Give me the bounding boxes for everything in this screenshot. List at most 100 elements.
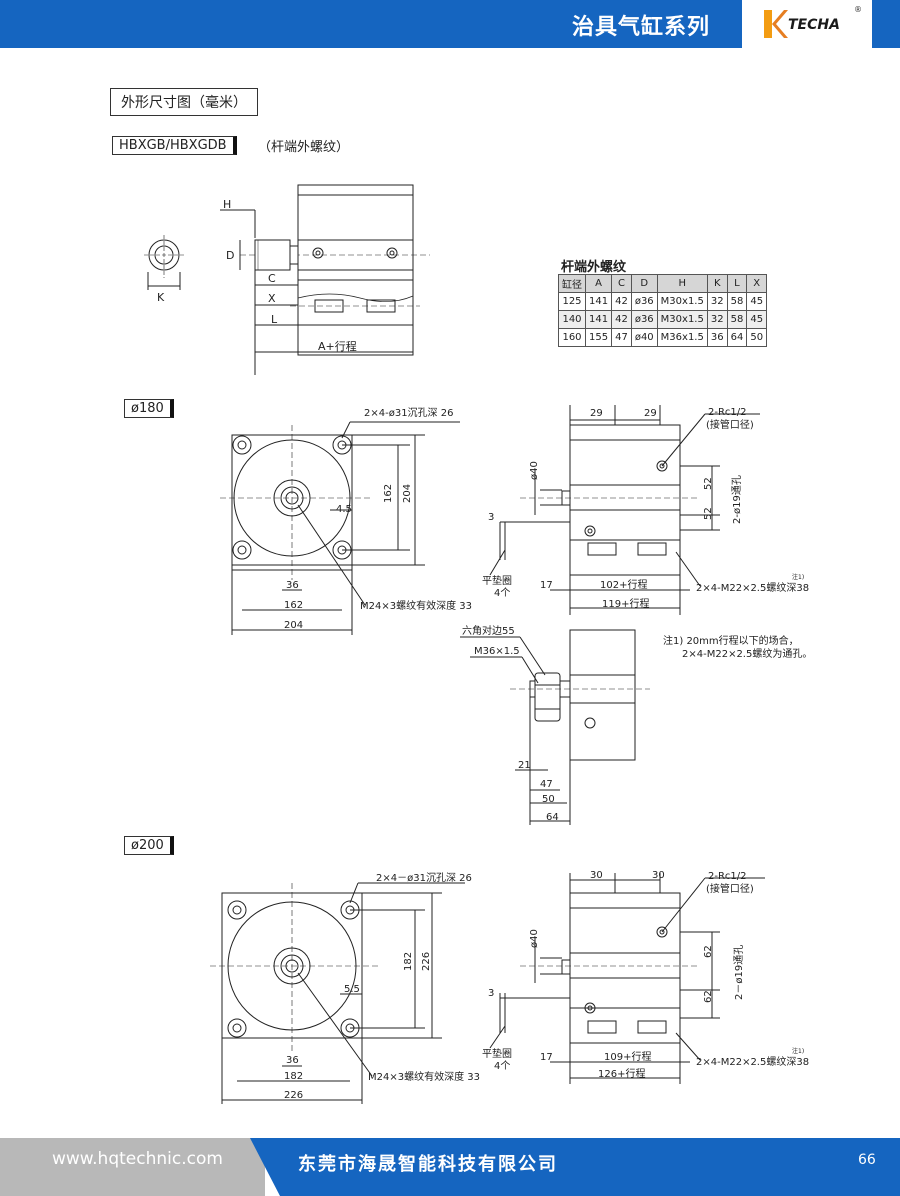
cell: 141 [584, 310, 613, 329]
cell: 141 [584, 292, 613, 311]
m22-180: 2×4-M22×2.5螺纹深38 [696, 581, 809, 594]
footer-bar: www.hqtechnic.com 东莞市海晟智能科技有限公司 66 [0, 1138, 900, 1196]
rod-end-drawing: H D K C X L A+行程 [144, 184, 430, 375]
dim-62a: 62 [703, 945, 714, 958]
rc-sub-200: (接管口径) [706, 882, 754, 895]
th-a: A [584, 274, 613, 293]
counterbore-200: 2×4－ø31沉孔深 26 [376, 871, 472, 884]
dim-d: D [226, 249, 234, 262]
brand-logo: TECHA ® [742, 0, 872, 48]
dim-17-180: 17 [540, 580, 553, 591]
dim-4-5: 4.5 [336, 504, 352, 515]
washer-180: 平垫圈 [482, 574, 512, 587]
dim-h: H [223, 198, 231, 211]
dim-17-200: 17 [540, 1052, 553, 1063]
cell: 140 [558, 310, 586, 329]
table-row: 140 141 42 ø36 M30x1.5 32 58 45 [558, 310, 768, 329]
note-sup-180: 注1) [792, 573, 804, 581]
th-d: D [630, 274, 658, 293]
cell: 47 [611, 328, 632, 347]
cell: 58 [726, 310, 748, 329]
logo-registered: ® [854, 5, 862, 14]
cell: M36x1.5 [656, 328, 708, 347]
nut-thread: M36×1.5 [474, 646, 520, 657]
dim-29b: 29 [644, 408, 657, 419]
cell: 50 [746, 328, 768, 347]
dim-3-180: 3 [488, 512, 494, 523]
side-view-200: 30 30 2-Rc1/2 (接管口径) ø40 62 62 2－ø19通孔 3… [482, 870, 809, 1084]
front-view-180: 2×4-ø31沉孔深 26 162 204 4.5 36 162 204 M24… [220, 406, 472, 635]
footer-right-panel [250, 1138, 900, 1196]
cell: M30x1.5 [656, 310, 708, 329]
dim-o40-180: ø40 [529, 461, 540, 480]
cell: 58 [726, 292, 748, 311]
cell: ø40 [630, 328, 658, 347]
counterbore-180: 2×4-ø31沉孔深 26 [364, 406, 453, 419]
dim-c: C [268, 272, 276, 285]
dim-36: 36 [286, 580, 299, 591]
cell: ø36 [630, 310, 658, 329]
rc-sub-180: (接管口径) [706, 418, 754, 431]
nut-body-section [569, 629, 636, 761]
cell: 45 [746, 310, 768, 329]
th-c: C [611, 274, 632, 293]
nut-detail: 六角对边55 M36×1.5 21 47 50 64 [460, 625, 650, 825]
note-sup-200: 注1) [792, 1047, 804, 1055]
side-body-200 [569, 892, 681, 1044]
cell: 45 [746, 292, 768, 311]
thread-180: M24×3螺纹有效深度 33 [360, 599, 472, 612]
dim-l: L [271, 313, 278, 326]
note-line-2: 2×4-M22×2.5螺纹为通孔。 [682, 649, 813, 660]
section-title: 外形尺寸图（毫米） [110, 88, 258, 116]
cell: 155 [584, 328, 613, 347]
page-number: 66 [858, 1152, 876, 1168]
dim-102: 102+行程 [600, 578, 647, 591]
dim-62b: 62 [703, 990, 714, 1003]
website-link[interactable]: www.hqtechnic.com [52, 1149, 223, 1169]
cell: 160 [558, 328, 586, 347]
dim-50: 50 [542, 794, 555, 805]
dim-3-200: 3 [488, 988, 494, 999]
cell: 42 [611, 310, 632, 329]
through-200: 2－ø19通孔 [733, 945, 745, 1000]
dim-162v: 162 [383, 484, 394, 503]
end-view-outer [148, 239, 180, 271]
dim-64: 64 [546, 812, 559, 823]
dim-a-stroke: A+行程 [318, 340, 357, 353]
dim-204v: 204 [402, 484, 413, 503]
th-x: X [746, 274, 768, 293]
dim-226: 226 [284, 1090, 303, 1101]
cell: 32 [706, 310, 728, 329]
end-view-inner [154, 245, 174, 265]
dim-30a: 30 [590, 870, 603, 881]
rc-200: 2-Rc1/2 [708, 871, 747, 882]
dim-182v: 182 [403, 952, 414, 971]
dim-30b: 30 [652, 870, 665, 881]
note-line-1: 注1) 20mm行程以下的场合， [663, 636, 799, 647]
cell: 42 [611, 292, 632, 311]
cell: M30x1.5 [656, 292, 708, 311]
dim-52a: 52 [703, 477, 714, 490]
cell: 36 [706, 328, 728, 347]
spec-table-title: 杆端外螺纹 [561, 260, 627, 275]
model-name: HBXGB/HBXGDB [112, 136, 237, 155]
thread-200: M24×3螺纹有效深度 33 [368, 1070, 480, 1083]
rc-180: 2-Rc1/2 [708, 407, 747, 418]
cell: 64 [726, 328, 748, 347]
model-note: （杆端外螺纹） [258, 140, 350, 155]
cell: ø36 [630, 292, 658, 311]
dim-k: K [157, 291, 165, 304]
dim-182: 182 [284, 1071, 303, 1082]
hex-across-flats: 六角对边55 [462, 625, 515, 637]
th-l: L [726, 274, 748, 293]
washer-qty-180: 4个 [494, 587, 510, 599]
dim-o40-200: ø40 [529, 929, 540, 948]
dim-36-200: 36 [286, 1055, 299, 1066]
cell: 32 [706, 292, 728, 311]
dim-21: 21 [518, 760, 531, 771]
dim-5-5: 5.5 [344, 984, 360, 995]
footer-left-panel [0, 1138, 265, 1196]
dim-204: 204 [284, 620, 303, 631]
dim-226v: 226 [421, 952, 432, 971]
cell: 125 [558, 292, 586, 311]
